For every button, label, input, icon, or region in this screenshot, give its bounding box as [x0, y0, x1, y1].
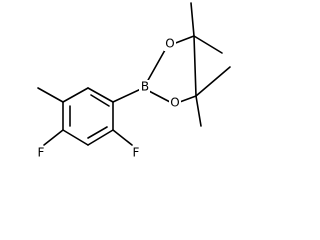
bottom-methyl-down-bond: [195, 95, 202, 127]
fluorine-left-atom-label: F: [35, 146, 46, 160]
aryl-boron-bond: [112, 87, 144, 103]
ring-carbon-carbon-bond: [193, 35, 197, 97]
fluorine-right-atom-label: F: [130, 146, 141, 160]
benzene-ring: [62, 87, 114, 146]
oxygen-bottom-atom-label: O: [169, 96, 181, 110]
ring-double-bond-c1-c2-inner: [90, 94, 110, 107]
bottom-methyl-right-bond: [195, 66, 231, 97]
fluorine-right-label: F: [133, 146, 140, 160]
oxygen-top-atom-label: O: [164, 37, 176, 51]
oxygen-top-carbon-bond: [172, 35, 195, 45]
fluorine-left-label: F: [38, 146, 45, 160]
ring-double-bond-c3-c4-inner: [87, 126, 108, 139]
ring-bond-c6-c1: [62, 87, 89, 103]
top-methyl-up-bond: [190, 2, 195, 37]
fluorine-left-bond: [43, 129, 64, 146]
ring-bond-c1-c2: [87, 87, 114, 103]
boron-oxygen-top-bond: [146, 49, 166, 83]
boron-atom-label: B: [139, 80, 150, 94]
boron-oxygen-bottom-bond: [146, 89, 171, 103]
ring-bond-c3-c4: [87, 129, 114, 146]
oxygen-top-label: O: [165, 37, 174, 51]
boron-label: B: [141, 80, 149, 94]
top-methyl-right-bond: [193, 35, 223, 54]
fluorine-right-bond: [112, 129, 133, 146]
oxygen-bottom-label: O: [170, 96, 179, 110]
dioxaborolane-ring: [146, 35, 197, 104]
ring-bond-c4-c5: [62, 129, 89, 146]
methyl-bond: [37, 87, 64, 103]
chemical-structure-diagram: B O O F F: [35, 2, 231, 160]
